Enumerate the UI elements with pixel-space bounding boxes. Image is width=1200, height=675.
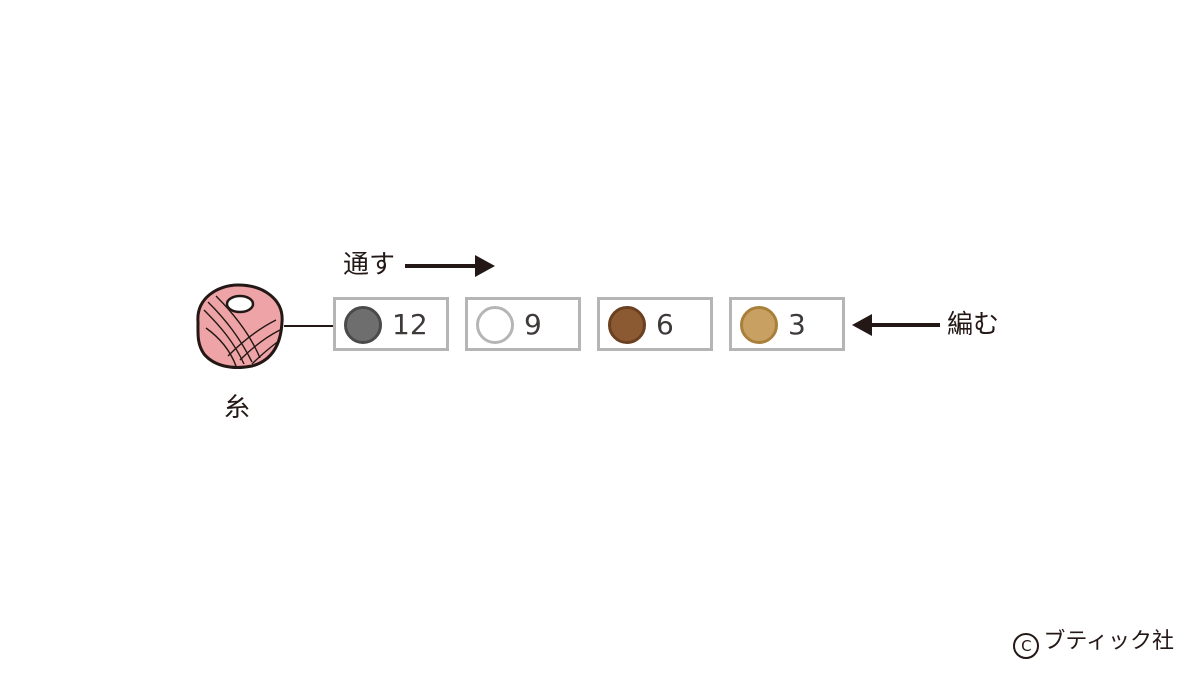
bead-group-2: 9 bbox=[465, 297, 581, 351]
arrow-right-icon bbox=[405, 255, 495, 277]
bead-group-3: 6 bbox=[597, 297, 713, 351]
yarn-ball-icon bbox=[196, 283, 284, 369]
bead-dark-gray bbox=[344, 306, 382, 344]
thread-line bbox=[284, 325, 334, 327]
bead-count: 6 bbox=[656, 308, 674, 341]
arrow-left-icon bbox=[852, 314, 940, 336]
pass-label: 通す bbox=[343, 250, 396, 280]
yarn-label: 糸 bbox=[224, 393, 251, 423]
knit-label: 編む bbox=[947, 310, 1000, 340]
publisher-name: ブティック社 bbox=[1043, 629, 1174, 654]
bead-brown bbox=[608, 306, 646, 344]
bead-tan bbox=[740, 306, 778, 344]
bead-count: 3 bbox=[788, 308, 806, 341]
bead-count: 12 bbox=[392, 308, 428, 341]
bead-white bbox=[476, 306, 514, 344]
bead-group-4: 3 bbox=[729, 297, 845, 351]
bead-count: 9 bbox=[524, 308, 542, 341]
copyright-icon: C bbox=[1013, 633, 1040, 659]
bead-group-1: 12 bbox=[333, 297, 449, 351]
